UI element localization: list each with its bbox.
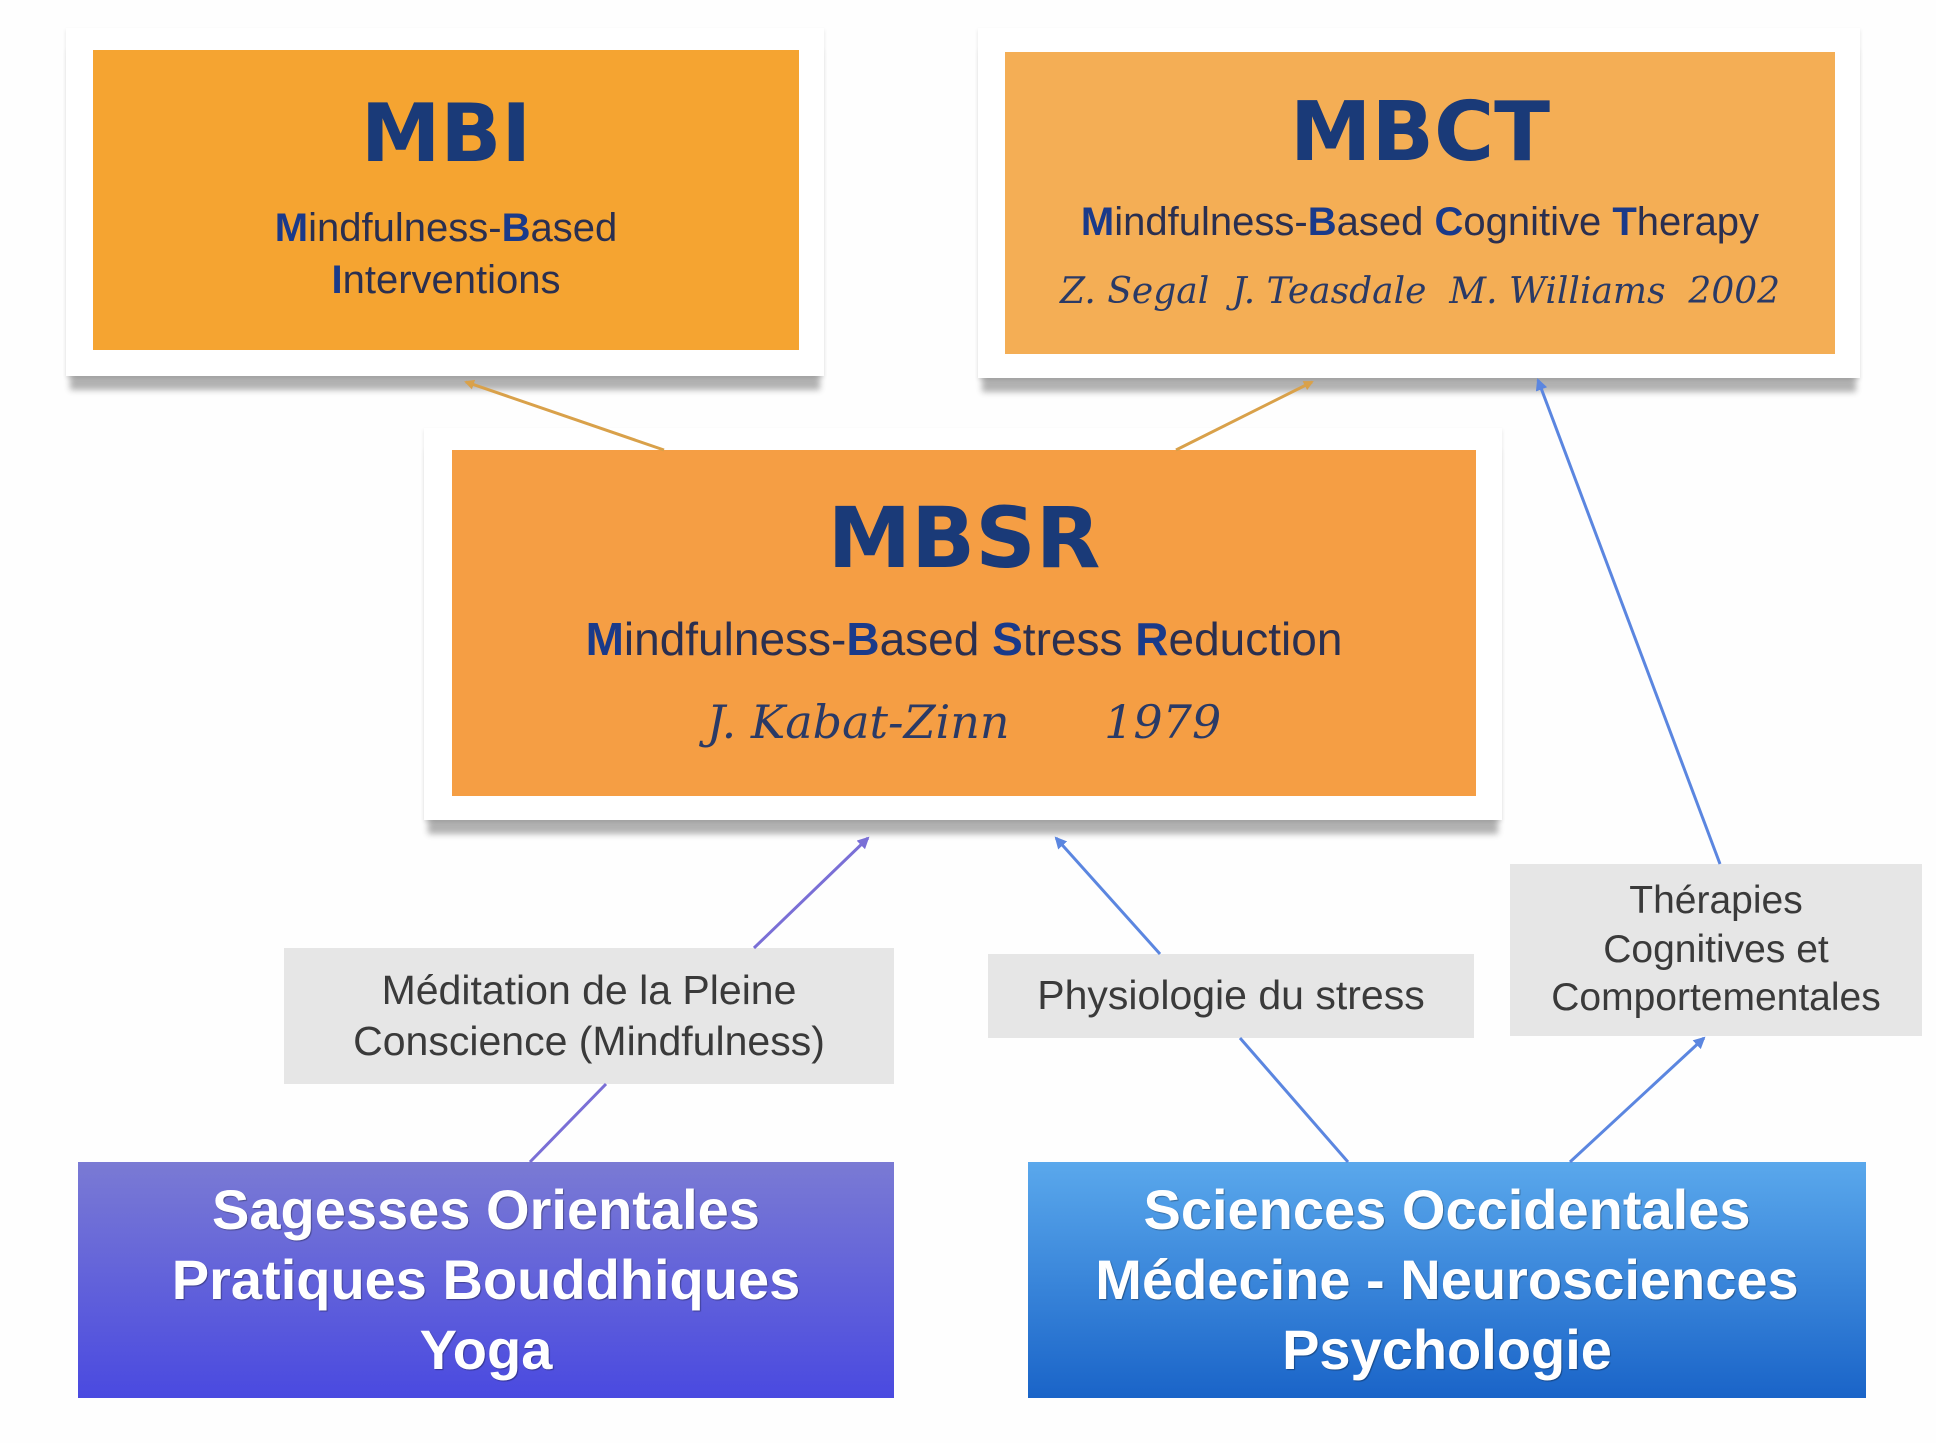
- mbi-box: MBI Mindfulness-Based Interventions: [93, 50, 799, 350]
- label-meditation: Méditation de la Pleine Conscience (Mind…: [284, 948, 894, 1084]
- arrow-sciences-to-therapies: [1568, 1036, 1706, 1164]
- mbct-card: MBCT Mindfulness-Based Cognitive Therapy…: [978, 28, 1860, 378]
- mbct-box: MBCT Mindfulness-Based Cognitive Therapy…: [1005, 52, 1835, 354]
- base-sciences-occidentales: Sciences Occidentales Médecine - Neurosc…: [1028, 1162, 1866, 1398]
- mbsr-full-name: Mindfulness-Based Stress Reduction: [585, 612, 1343, 665]
- mbsr-acronym: MBSR: [827, 488, 1101, 587]
- label-therapies: Thérapies Cognitives et Comportementales: [1510, 864, 1922, 1036]
- arrow-sciences-to-physiologie: [1238, 1037, 1350, 1163]
- mbi-acronym: MBI: [360, 87, 532, 180]
- mbsr-year: 1979: [1104, 695, 1222, 750]
- arrow-therapies-to-mbct: [1535, 378, 1722, 865]
- arrow-sagesses-to-meditation: [528, 1082, 608, 1164]
- mbsr-author: J. Kabat-Zinn: [706, 695, 1010, 750]
- base-sagesses-orientales: Sagesses Orientales Pratiques Bouddhique…: [78, 1162, 894, 1398]
- mbct-full-name: Mindfulness-Based Cognitive Therapy: [1080, 200, 1760, 245]
- mbsr-box: MBSR Mindfulness-Based Stress Reduction …: [452, 450, 1476, 796]
- mbct-acronym: MBCT: [1289, 85, 1551, 181]
- mbsr-author-line: J. Kabat-Zinn 1979: [707, 695, 1221, 750]
- mbct-authors: Z. Segal J. Teasdale M. Williams 2002: [1059, 271, 1781, 313]
- arrow-meditation-to-mbsr: [752, 836, 870, 950]
- mbi-full-name: Mindfulness-Based Interventions: [274, 206, 618, 302]
- mbi-card: MBI Mindfulness-Based Interventions: [66, 28, 824, 376]
- mbsr-card: MBSR Mindfulness-Based Stress Reduction …: [424, 428, 1502, 820]
- arrow-physiologie-to-mbsr: [1054, 836, 1162, 956]
- label-physiologie: Physiologie du stress: [988, 954, 1474, 1038]
